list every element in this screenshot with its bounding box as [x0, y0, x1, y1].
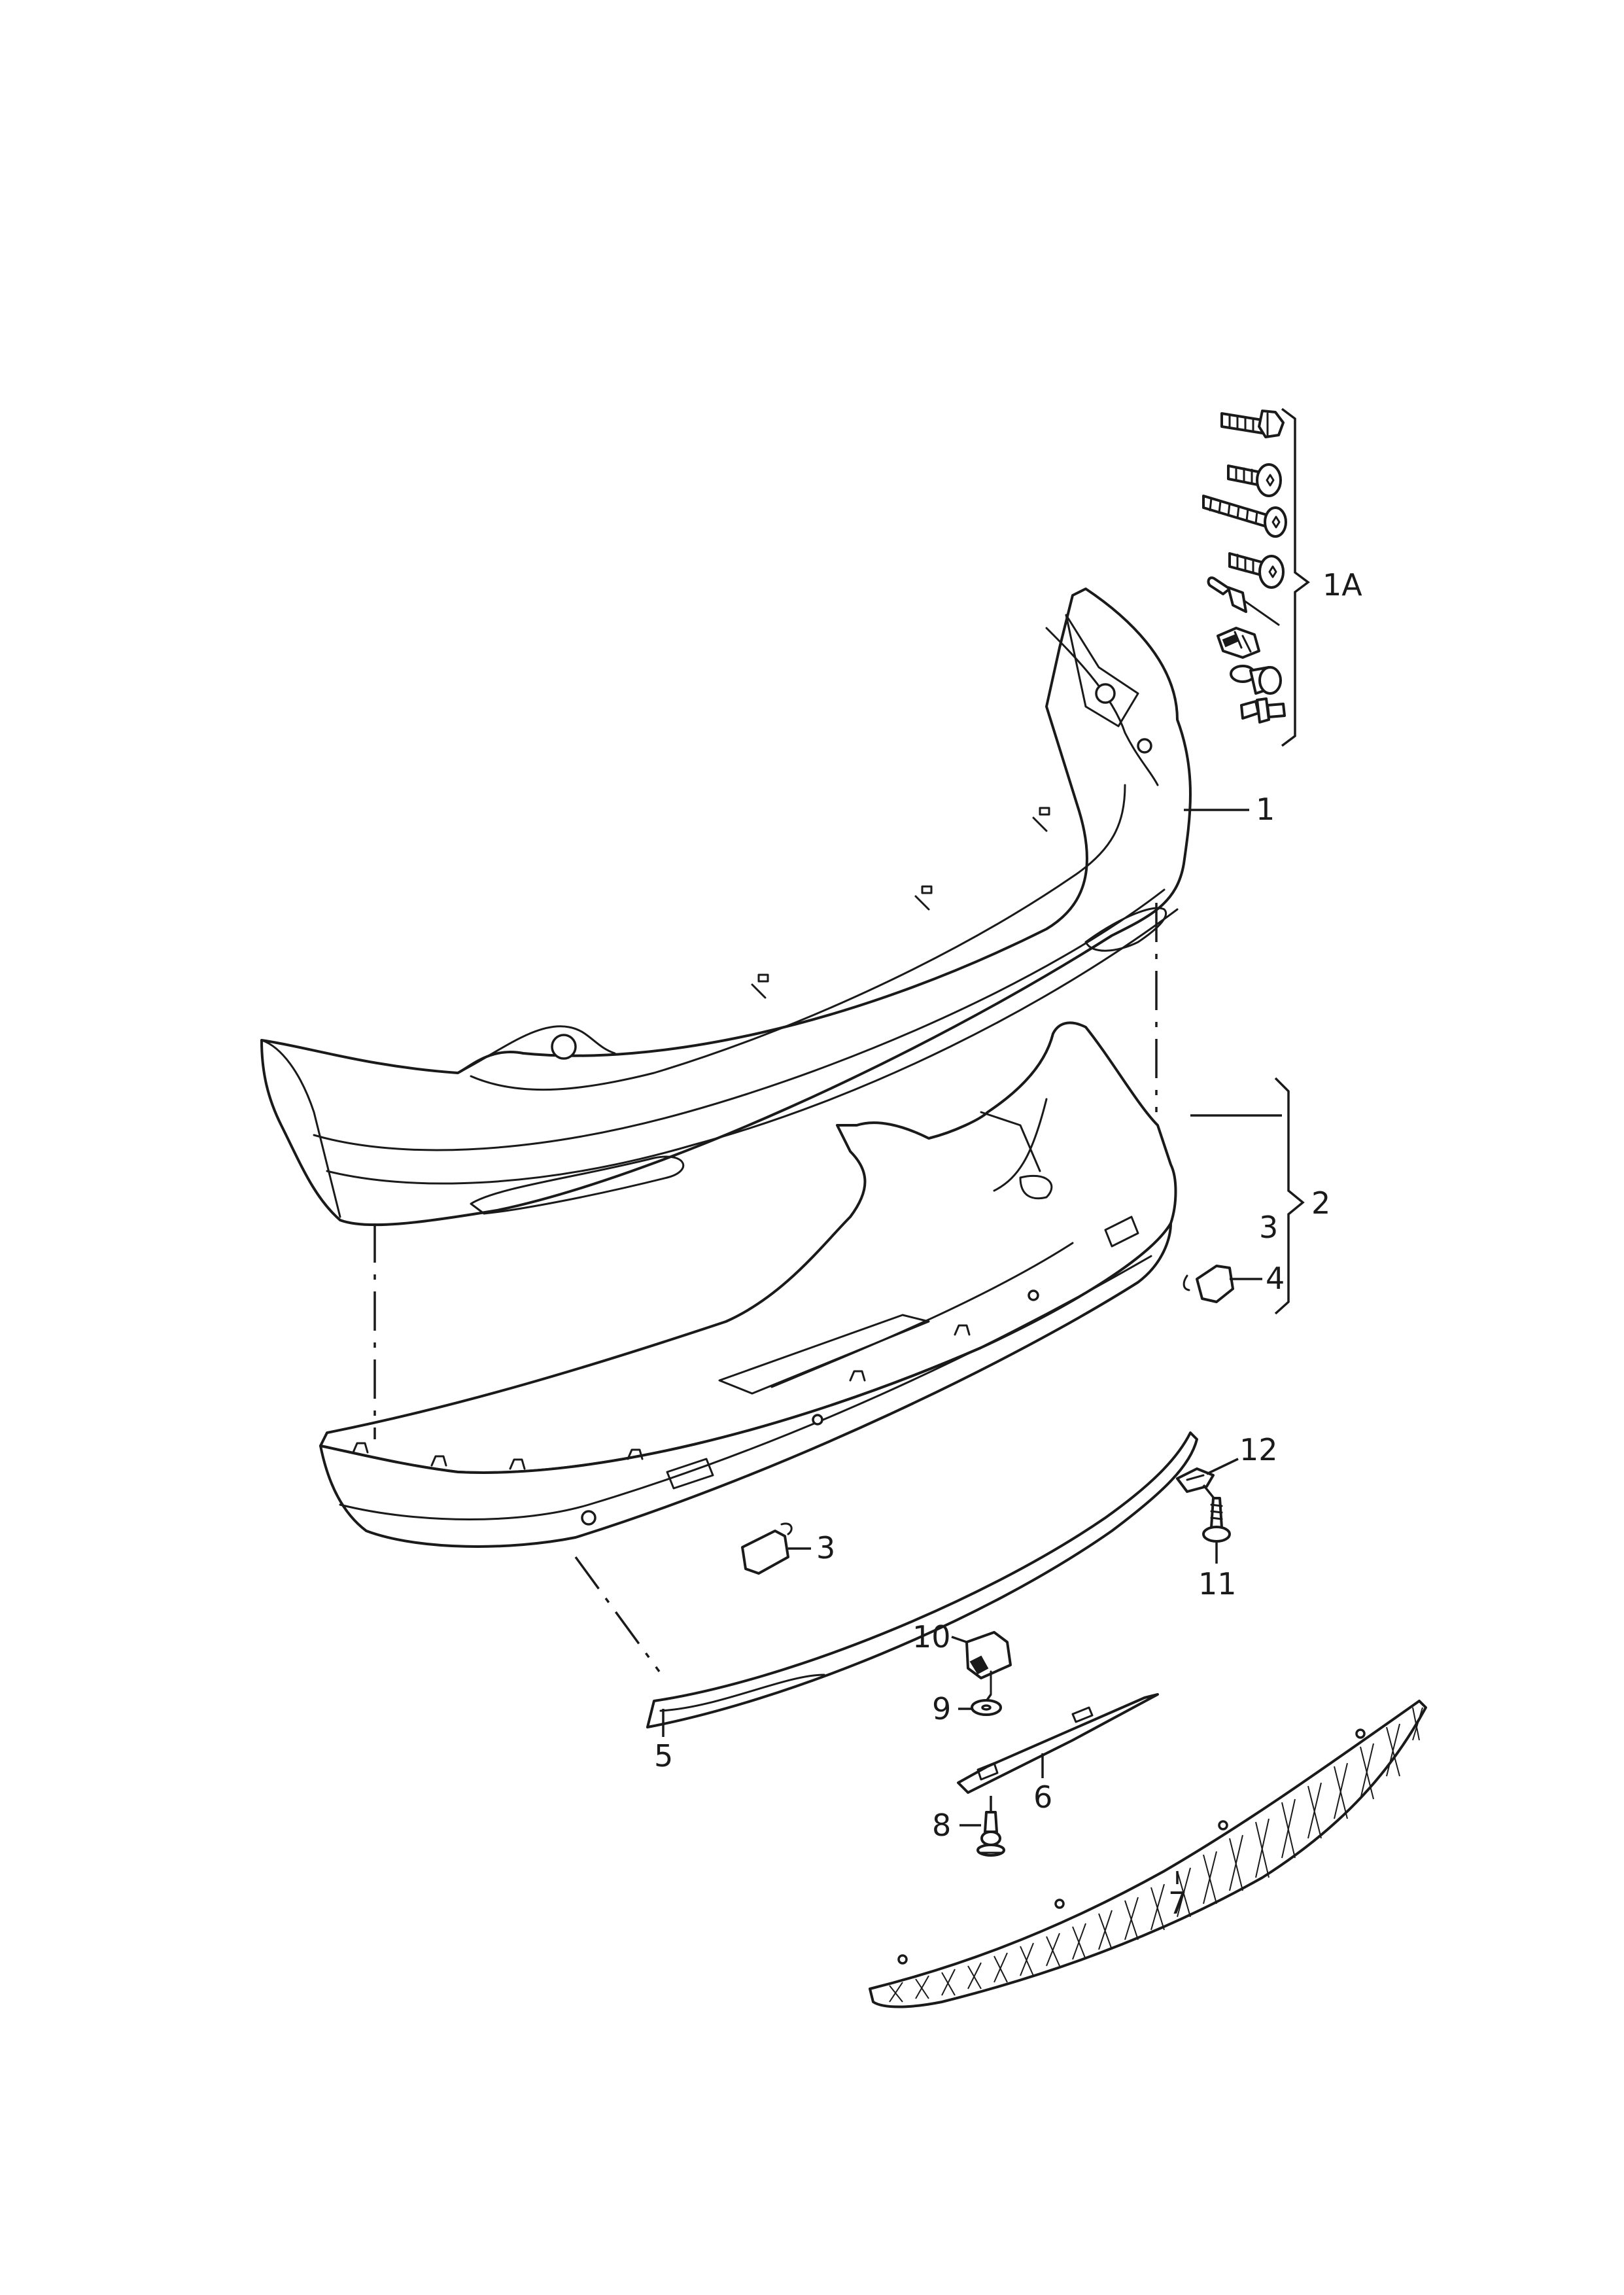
- mesh-grille[interactable]: [869, 1700, 1427, 2008]
- torx-bolt-icon: [1227, 463, 1282, 497]
- callout-8: 8: [932, 1808, 951, 1843]
- bumper-lower-section[interactable]: [319, 1021, 1177, 1548]
- callout-3-lower: 3: [816, 1530, 835, 1566]
- callout-1A: 1A: [1322, 567, 1362, 603]
- callout-12: 12: [1239, 1432, 1278, 1467]
- nut-clip[interactable]: [965, 1631, 1012, 1696]
- callout-9: 9: [932, 1691, 951, 1726]
- leader-lines: [662, 809, 1305, 1884]
- tow-hook-cover-upper[interactable]: [1183, 1265, 1234, 1303]
- screw[interactable]: [1202, 1497, 1231, 1543]
- tow-hook-cover-lower[interactable]: [741, 1522, 793, 1575]
- hex-bolt-icon: [1220, 410, 1285, 438]
- reflector-trim[interactable]: [957, 1693, 1159, 1794]
- washer[interactable]: [971, 1699, 1002, 1716]
- torx-screw-icon: [1228, 552, 1285, 589]
- callout-6: 6: [1033, 1779, 1052, 1815]
- expanding-rivet-icon: [1230, 665, 1282, 695]
- callout-1: 1: [1256, 792, 1275, 827]
- callout-11: 11: [1198, 1566, 1237, 1602]
- assembly-lines: [373, 903, 1158, 1673]
- spring-clip-icon: [1217, 627, 1260, 659]
- callout-4: 4: [1266, 1261, 1285, 1296]
- expanding-rivet[interactable]: [976, 1811, 1005, 1857]
- callout-10: 10: [912, 1619, 951, 1655]
- trim-strip[interactable]: [646, 1431, 1198, 1728]
- long-torx-screw-icon: [1202, 495, 1287, 538]
- callout-5: 5: [654, 1738, 673, 1774]
- stud-icon: [751, 807, 1050, 999]
- push-pin-icon: [1240, 697, 1286, 724]
- callout-7: 7: [1168, 1885, 1187, 1921]
- callout-labels: 1A 1 2 3 4 3 5 6 7 8 9 10 11 12: [654, 567, 1362, 1921]
- callout-3-upper: 3: [1259, 1210, 1278, 1245]
- rivet-icon: [1207, 576, 1280, 626]
- callout-2: 2: [1311, 1185, 1330, 1221]
- fastener-group-1a[interactable]: [1202, 408, 1310, 747]
- bumper-cover-upper[interactable]: [260, 587, 1192, 1227]
